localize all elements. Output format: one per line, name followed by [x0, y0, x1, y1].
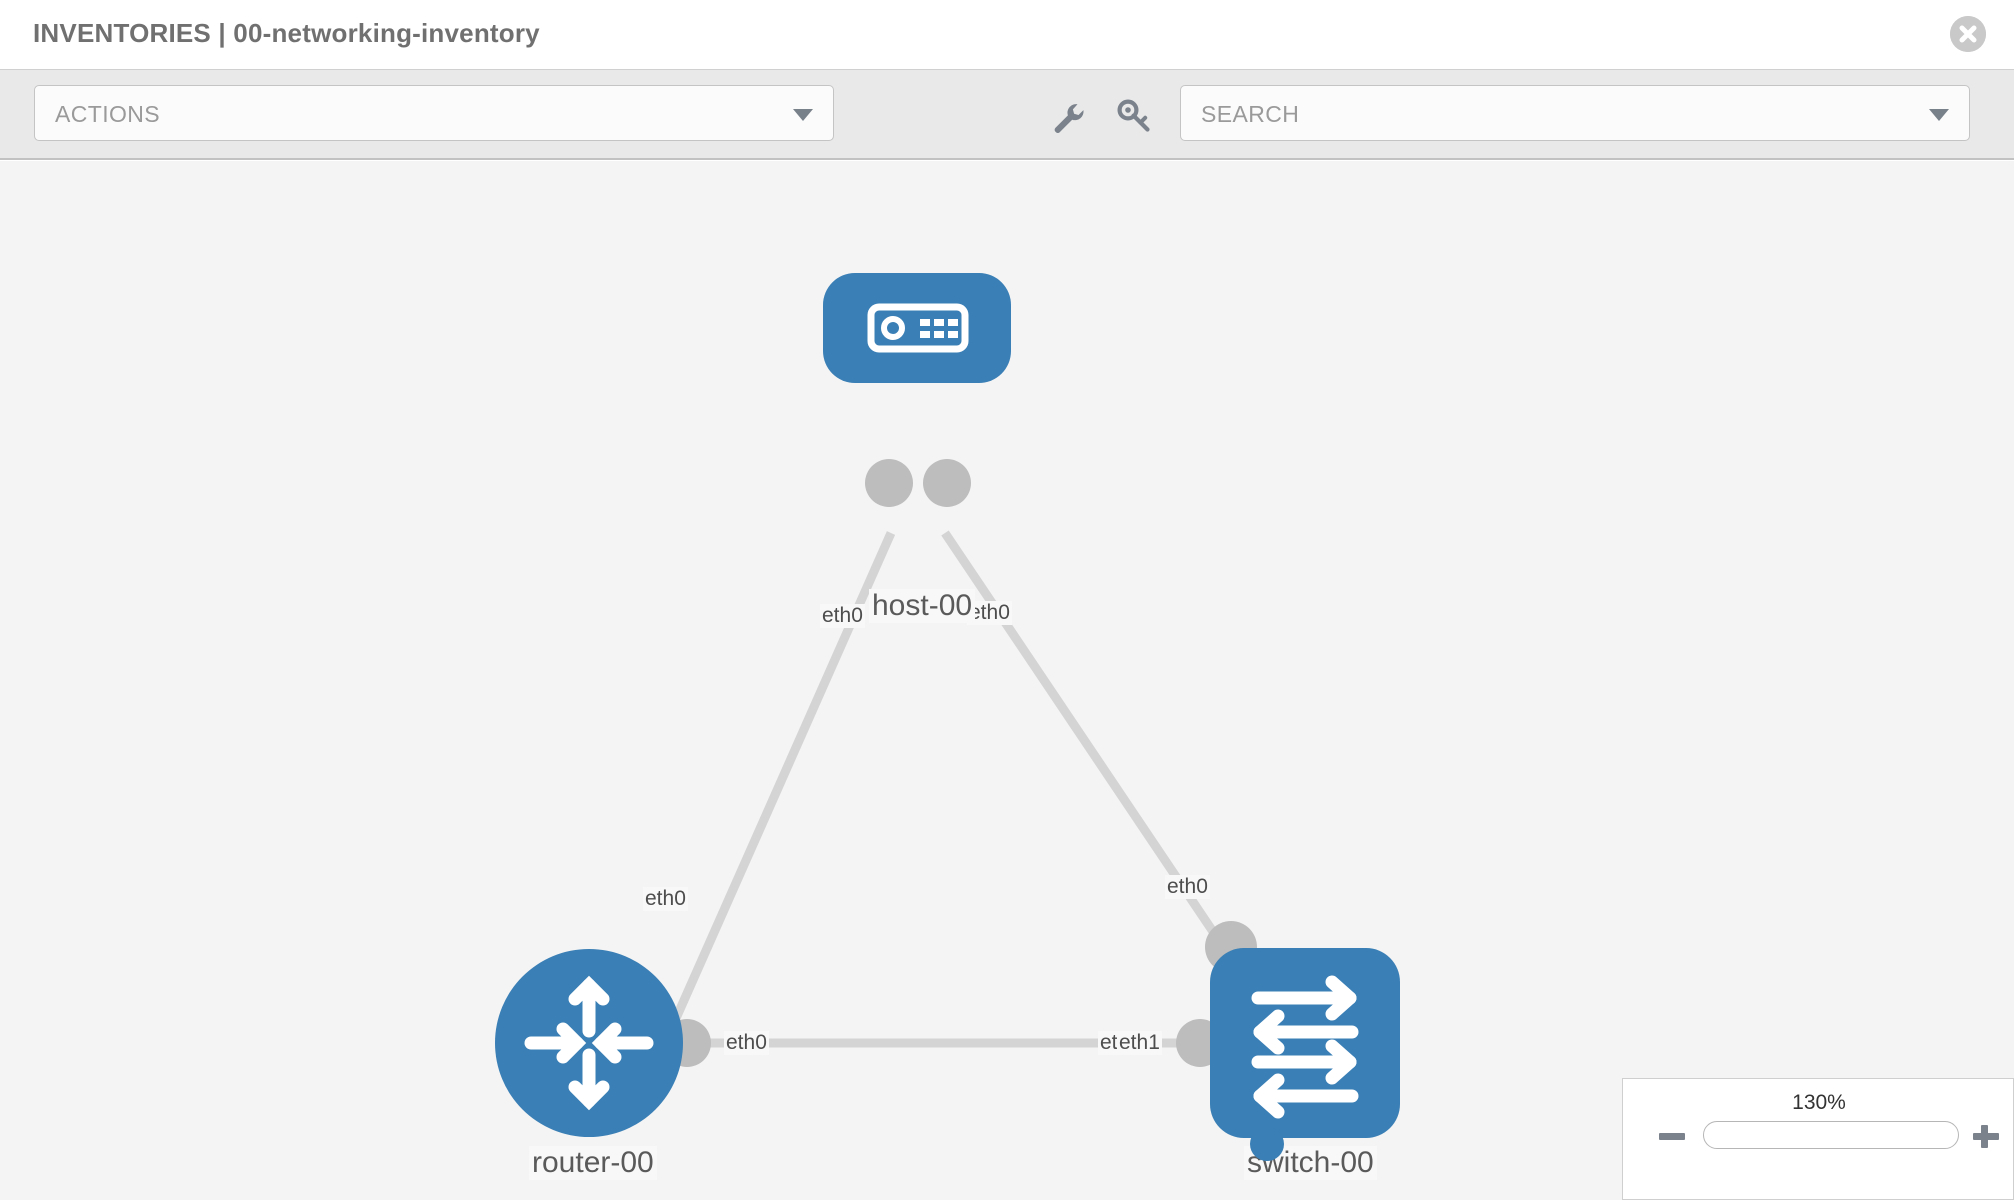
- close-icon[interactable]: [1950, 16, 1986, 52]
- node-host-00: [823, 273, 1011, 383]
- key-icon[interactable]: [1114, 96, 1154, 136]
- iface-label-router-right[interactable]: eth0: [724, 1031, 769, 1055]
- search-placeholder: SEARCH: [1201, 101, 1300, 127]
- zoom-out-button[interactable]: [1659, 1133, 1685, 1140]
- iface-label-host-left[interactable]: eth0: [820, 604, 865, 628]
- zoom-in-button[interactable]: [1971, 1121, 2001, 1151]
- iface-label-router-up[interactable]: eth0: [643, 887, 688, 911]
- toolbar: ACTIONS SEARCH: [0, 70, 2014, 160]
- node-name-router-00[interactable]: router-00: [529, 1146, 657, 1180]
- chevron-down-icon: [793, 109, 813, 121]
- iface-label-switch-left-eth1[interactable]: eth1: [1117, 1031, 1162, 1055]
- zoom-slider-thumb[interactable]: [1250, 1127, 1284, 1161]
- page-title: INVENTORIES | 00-networking-inventory: [33, 18, 540, 48]
- zoom-slider-track[interactable]: [1703, 1121, 1959, 1149]
- zoom-control-panel: 130%: [1622, 1078, 2014, 1200]
- node-switch-00: [1210, 948, 1400, 1138]
- node-router-00: [495, 949, 683, 1137]
- server-device-icon: [867, 303, 969, 353]
- actions-dropdown[interactable]: ACTIONS: [34, 85, 834, 141]
- nub-host00-left: [865, 459, 913, 507]
- topology-graph: [495, 273, 1400, 1138]
- topology-canvas[interactable]: eth0 eth0 eth0 eth0 eth0 eth0 eth1 host-…: [0, 161, 2014, 1200]
- iface-label-switch-up[interactable]: eth0: [1165, 875, 1210, 899]
- page-header: INVENTORIES | 00-networking-inventory: [0, 0, 2014, 70]
- switch-arrows-icon: [1251, 975, 1359, 1119]
- nub-host00-right: [923, 459, 971, 507]
- chevron-down-icon: [1929, 109, 1949, 121]
- wrench-icon[interactable]: [1046, 96, 1086, 136]
- search-input[interactable]: SEARCH: [1180, 85, 1970, 141]
- actions-dropdown-label: ACTIONS: [55, 101, 161, 127]
- zoom-percent-label: 130%: [1792, 1091, 1846, 1114]
- node-name-host-00[interactable]: host-00: [869, 589, 976, 623]
- router-arrows-icon: [524, 975, 654, 1111]
